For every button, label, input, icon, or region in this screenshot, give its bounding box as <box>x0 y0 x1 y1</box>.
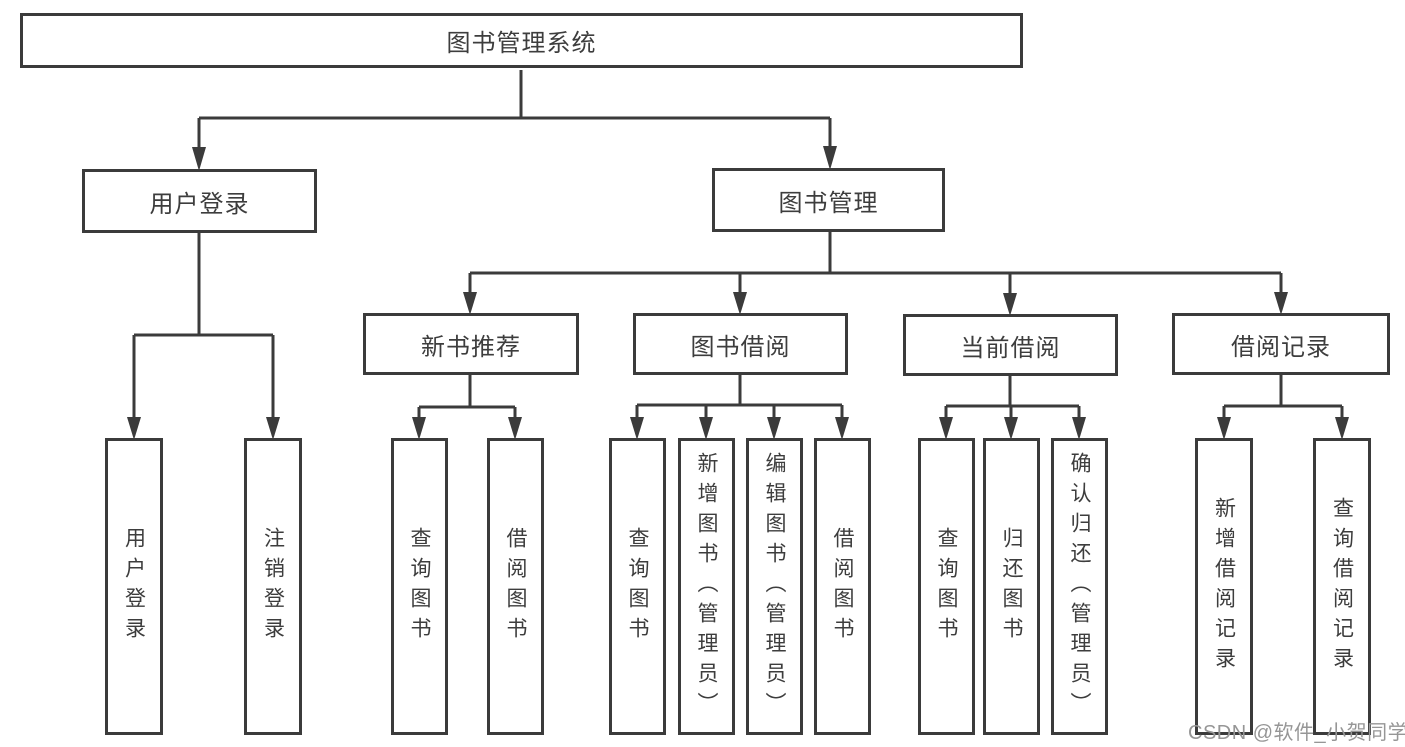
leaf-borrow-borrow-books: 借阅图书 <box>814 438 871 735</box>
leaf-borrow-add-books-admin: 新增图书（管理员） <box>678 438 735 735</box>
connector-borrow-records-split <box>1224 375 1342 408</box>
leaf-borrow-edit-books-admin: 编辑图书（管理员） <box>746 438 803 735</box>
csdn-watermark: CSDN @软件_小贺同学 <box>1188 722 1405 744</box>
node-label: 编辑图书（管理员） <box>763 451 786 722</box>
node-label: 图书管理 <box>778 189 879 217</box>
arrowhead-nb-query <box>412 417 426 440</box>
node-borrow-records: 借阅记录 <box>1172 313 1390 375</box>
node-label: 新增借阅记录 <box>1212 496 1236 677</box>
arrowhead-current-borrow <box>1003 293 1017 316</box>
node-label: 图书借阅 <box>690 333 791 361</box>
node-label: 注销登录 <box>261 526 285 647</box>
arrowhead-new-book <box>463 292 477 315</box>
node-label: 确认归还（管理员） <box>1068 451 1091 722</box>
arrowhead-bw-edit <box>767 417 781 440</box>
arrowhead-book-mgmt <box>823 146 837 170</box>
node-label: 借阅图书 <box>831 526 854 647</box>
connector-book-borrow-split <box>637 375 842 407</box>
leaf-borrow-query-books: 查询图书 <box>609 438 666 735</box>
arrowhead-rec-query <box>1335 417 1349 440</box>
node-label: 查询图书 <box>408 526 431 647</box>
node-book-management: 图书管理 <box>712 168 945 232</box>
arrowhead-leaf-logout <box>266 417 280 440</box>
node-label: 新书推荐 <box>421 333 521 361</box>
node-label: 查询图书 <box>626 526 649 647</box>
leaf-newbook-query-books: 查询图书 <box>391 438 448 735</box>
arrowhead-cur-query <box>939 417 953 440</box>
arrowhead-borrow-records <box>1274 292 1288 315</box>
arrowhead-nb-borrow <box>508 417 522 440</box>
node-label: 查询图书 <box>935 526 958 647</box>
arrowhead-cur-confirm <box>1072 417 1086 440</box>
connector-new-book-split <box>419 375 515 409</box>
arrowhead-user-login <box>192 147 206 171</box>
leaf-current-return-books: 归还图书 <box>983 438 1040 735</box>
node-label: 查询借阅记录 <box>1330 496 1354 677</box>
node-book-borrow: 图书借阅 <box>633 313 848 375</box>
arrowhead-bw-add <box>699 417 713 440</box>
arrowhead-leaf-login <box>127 417 141 440</box>
arrowhead-cur-return <box>1004 417 1018 440</box>
node-label: 用户登录 <box>149 190 250 218</box>
connector-root-split <box>199 70 830 120</box>
node-label: 当前借阅 <box>960 334 1061 362</box>
leaf-logout: 注销登录 <box>244 438 302 735</box>
node-label: 新增图书（管理员） <box>695 451 718 722</box>
connector-user-login-split <box>134 233 273 337</box>
arrowhead-bw-query <box>630 417 644 440</box>
arrowhead-book-borrow <box>733 292 747 315</box>
node-user-login: 用户登录 <box>82 169 317 233</box>
node-label: 借阅记录 <box>1231 333 1331 361</box>
leaf-records-add-record: 新增借阅记录 <box>1195 438 1253 735</box>
node-label: 用户登录 <box>122 526 146 647</box>
leaf-user-login: 用户登录 <box>105 438 163 735</box>
node-label: 图书管理系统 <box>446 30 597 57</box>
node-new-book-recommend: 新书推荐 <box>363 313 579 375</box>
node-system-root: 图书管理系统 <box>20 13 1023 68</box>
arrowhead-rec-add <box>1217 417 1231 440</box>
leaf-current-query-books: 查询图书 <box>918 438 975 735</box>
node-current-borrow: 当前借阅 <box>903 314 1118 376</box>
node-label: 归还图书 <box>1000 526 1023 647</box>
arrowhead-bw-borrow <box>835 417 849 440</box>
leaf-current-confirm-return-admin: 确认归还（管理员） <box>1051 438 1108 735</box>
connector-book-mgmt-split <box>470 232 1281 275</box>
node-label: 借阅图书 <box>504 526 527 647</box>
arrowheads-group <box>127 146 1349 440</box>
connector-current-borrow-split <box>946 376 1079 408</box>
leaf-records-query-record: 查询借阅记录 <box>1313 438 1371 735</box>
leaf-newbook-borrow-books: 借阅图书 <box>487 438 544 735</box>
